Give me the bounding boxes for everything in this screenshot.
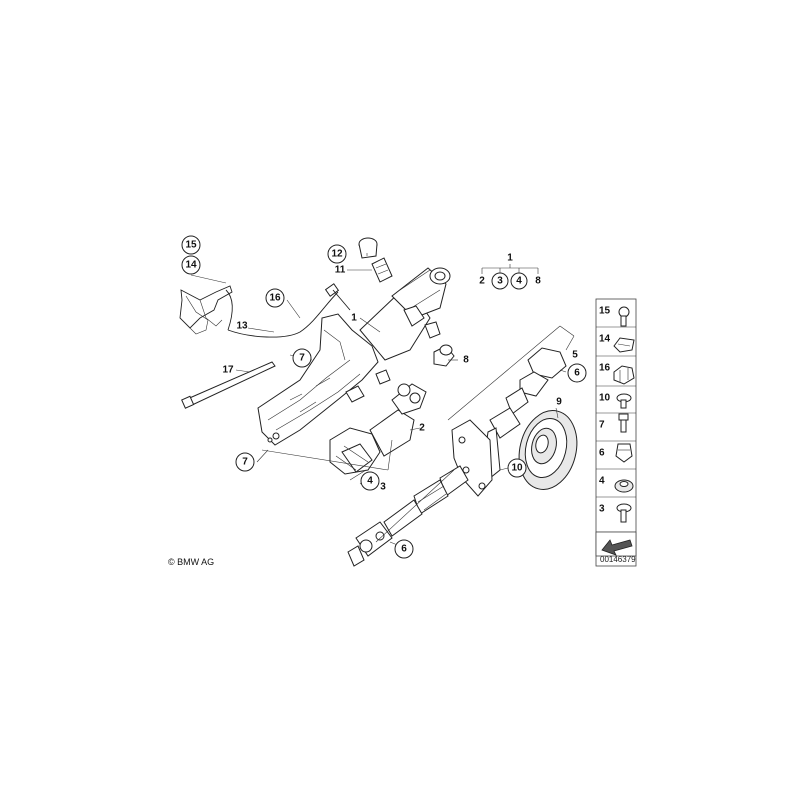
callout-number: 9 [556, 397, 562, 408]
callout-number: 7 [242, 457, 248, 468]
callout-12: 12 [327, 244, 347, 264]
part-11-bolt [371, 257, 393, 283]
direction-arrow-icon [601, 539, 633, 556]
intermediate-steering-shaft [347, 347, 567, 567]
side-panel-row-6: 6 [596, 448, 636, 470]
callout-number: 3 [380, 482, 386, 493]
screw-icon [616, 503, 632, 523]
nut-icon [615, 443, 633, 463]
bolt-icon [618, 306, 630, 327]
side-panel-row-15: 15 [596, 306, 636, 328]
callout-number: 2 [419, 423, 425, 434]
side-panel-number: 7 [599, 420, 605, 431]
copyright-text: © BMW AG [168, 557, 214, 567]
set-item-number: 4 [516, 276, 522, 287]
callout-number: 16 [269, 293, 281, 304]
callout-17: 17 [222, 365, 234, 376]
side-panel-number: 3 [599, 504, 605, 515]
callout-circle [292, 348, 312, 368]
set-item-4: 4 [510, 272, 528, 290]
bolt-icon [616, 393, 632, 409]
callout-circle [235, 452, 255, 472]
callout-circle [181, 255, 201, 275]
set-item-2: 2 [479, 276, 485, 287]
callout-5: 5 [572, 350, 578, 361]
washer-icon [614, 479, 634, 493]
set-item-8: 8 [535, 276, 541, 287]
side-panel-number: 10 [599, 393, 611, 404]
leader-lines [190, 253, 575, 547]
callout-number: 15 [185, 240, 197, 251]
callout-number: 4 [367, 476, 373, 487]
callout-circle [181, 235, 201, 255]
callout-11: 11 [335, 265, 346, 276]
callout-number: 10 [511, 463, 523, 474]
side-panel-row-16: 16 [596, 363, 636, 387]
steering-column-main [257, 267, 451, 475]
set-item-circle [510, 272, 528, 290]
part-9-boot [518, 410, 578, 490]
callout-circle [327, 244, 347, 264]
part-12-cap [358, 237, 378, 259]
side-panel-number: 6 [599, 448, 605, 459]
callout-number: 5 [572, 350, 578, 361]
callout-16: 16 [265, 288, 285, 308]
callout-2: 2 [419, 423, 425, 434]
callout-7: 7 [235, 452, 255, 472]
side-panel-number: 14 [599, 334, 611, 345]
callout-number: 11 [335, 265, 346, 276]
callout-circle [360, 471, 380, 491]
callout-1: 1 [351, 313, 357, 324]
callout-9: 9 [556, 397, 562, 408]
callout-number: 14 [185, 260, 197, 271]
callout-number: 8 [463, 355, 469, 366]
cable-13 [227, 283, 351, 338]
set-group: 1 2 3 4 8 [479, 253, 541, 290]
set-item-circle [491, 272, 509, 290]
callout-number: 1 [351, 313, 357, 324]
callout-circle [265, 288, 285, 308]
callout-number: 12 [331, 249, 343, 260]
callout-number: 6 [401, 544, 407, 555]
part-8-bushing [433, 344, 455, 367]
callout-6: 6 [567, 363, 587, 383]
side-panel-row-4: 4 [596, 476, 636, 498]
side-panel-icons [613, 306, 635, 523]
callout-circle [507, 458, 527, 478]
clip-icon [613, 365, 635, 385]
set-item-3: 3 [491, 272, 509, 290]
callout-14: 14 [181, 255, 201, 275]
set-item-number: 2 [479, 276, 485, 287]
callout-3: 3 [380, 482, 386, 493]
side-panel-number: 15 [599, 306, 611, 317]
screw-icon [618, 413, 629, 433]
callout-circle [394, 539, 414, 559]
callout-7: 7 [292, 348, 312, 368]
callout-6: 6 [394, 539, 414, 559]
callout-number: 17 [222, 365, 234, 376]
callout-circle [567, 363, 587, 383]
callout-number: 7 [299, 353, 305, 364]
side-panel-row-7: 7 [596, 420, 636, 442]
set-item-number: 8 [535, 276, 541, 287]
callout-13: 13 [236, 321, 248, 332]
cable-tie-17 [181, 361, 276, 409]
callout-10: 10 [507, 458, 527, 478]
wiring-harness-bracket [179, 285, 233, 335]
callout-8: 8 [463, 355, 469, 366]
side-panel-row-10: 10 [596, 393, 636, 414]
callout-4: 4 [360, 471, 380, 491]
callout-number: 6 [574, 368, 580, 379]
side-panel-row-14: 14 [596, 334, 636, 357]
side-panel-number: 16 [599, 363, 611, 374]
set-group-top: 1 [507, 253, 513, 264]
callout-number: 13 [236, 321, 248, 332]
reference-number: 00146379 [600, 555, 636, 564]
set-item-number: 3 [497, 276, 503, 287]
clip-icon [613, 337, 635, 353]
side-panel-number: 4 [599, 476, 605, 487]
callout-15: 15 [181, 235, 201, 255]
